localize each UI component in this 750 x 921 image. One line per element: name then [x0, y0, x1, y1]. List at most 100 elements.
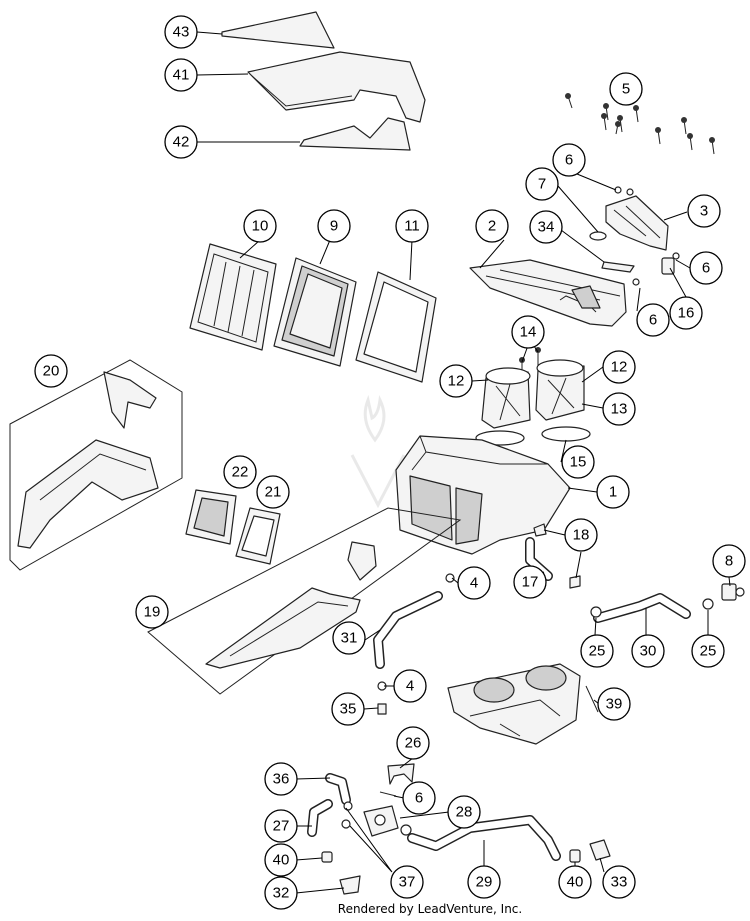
- callout-25b: 25: [691, 634, 725, 668]
- panel-42: [299, 117, 411, 151]
- intake-boot-13-right: [535, 359, 585, 421]
- callout-21-label: 21: [265, 484, 282, 501]
- callout-4b-label: 4: [406, 678, 414, 695]
- hose-36: [325, 773, 351, 805]
- clips-4: [377, 573, 455, 691]
- callout-12b: 12: [602, 350, 636, 384]
- washer-7: [589, 231, 607, 241]
- bolts-5: [565, 93, 715, 155]
- callout-13: 13: [602, 392, 636, 426]
- intake-boot-12-left: [481, 367, 531, 429]
- callout-6b: 6: [689, 251, 723, 285]
- callout-11-label: 11: [404, 218, 420, 235]
- callout-12b-label: 12: [611, 359, 628, 376]
- callout-31-label: 31: [341, 630, 358, 647]
- callout-19: 19: [135, 595, 169, 629]
- callout-40a: 40: [264, 843, 298, 877]
- callout-6c-label: 6: [649, 312, 657, 329]
- duct-19: [205, 541, 377, 669]
- throttle-body: [447, 663, 581, 745]
- bracket-3: [605, 195, 669, 251]
- callout-15: 15: [561, 445, 595, 479]
- filter-10: [189, 243, 277, 351]
- callout-9-label: 9: [330, 218, 338, 235]
- callout-7-label: 7: [538, 176, 546, 193]
- callout-3-label: 3: [700, 203, 708, 220]
- callout-2: 2: [475, 209, 509, 243]
- airbox-lid-2: [469, 259, 627, 327]
- callout-13-label: 13: [611, 401, 628, 418]
- callout-30-label: 30: [640, 643, 657, 660]
- filter-9: [273, 257, 357, 367]
- decal-43: [221, 11, 335, 49]
- gaskets-15: [475, 426, 591, 446]
- callout-11: 11: [395, 209, 429, 243]
- callout-5-label: 5: [622, 81, 630, 98]
- callout-29: 29: [467, 865, 501, 899]
- callout-12a: 12: [439, 364, 473, 398]
- clamps-25: [590, 598, 714, 618]
- callout-6b-label: 6: [702, 260, 710, 277]
- callout-14: 14: [511, 315, 545, 349]
- filter-11: [355, 271, 437, 383]
- group-frame-20: [9, 359, 183, 571]
- callout-40b-label: 40: [567, 874, 584, 891]
- bracket-26: [387, 763, 415, 785]
- callout-27: 27: [264, 809, 298, 843]
- callout-40a-label: 40: [273, 852, 290, 869]
- callout-35-label: 35: [340, 701, 357, 718]
- callout-6a-label: 6: [565, 152, 573, 169]
- cover-41: [247, 51, 426, 123]
- screws-6: [614, 186, 680, 286]
- callout-7: 7: [525, 167, 559, 201]
- callout-14-label: 14: [520, 324, 537, 341]
- screws-6-lower: [379, 791, 397, 797]
- sensor-8: [721, 583, 745, 601]
- footer-text: Rendered by LeadVenture, Inc.: [337, 902, 523, 916]
- callout-2-label: 2: [488, 218, 496, 235]
- callout-26-label: 26: [405, 735, 422, 752]
- callout-39: 39: [597, 687, 631, 721]
- callout-20-label: 20: [43, 363, 60, 380]
- callout-9: 9: [317, 209, 351, 243]
- callout-32: 32: [264, 876, 298, 910]
- watermark-logo: [350, 394, 406, 509]
- callout-29-label: 29: [476, 874, 493, 891]
- callout-28: 28: [447, 795, 481, 829]
- callout-6d-label: 6: [415, 790, 423, 807]
- clip-34: [601, 261, 635, 273]
- callout-43: 43: [164, 15, 198, 49]
- callout-1-label: 1: [609, 484, 617, 501]
- callout-37-label: 37: [399, 874, 416, 891]
- callout-4a: 4: [457, 566, 491, 600]
- callout-34-label: 34: [538, 219, 555, 236]
- callout-5: 5: [609, 72, 643, 106]
- callout-16-label: 16: [678, 305, 695, 322]
- callout-41: 41: [164, 58, 198, 92]
- boot-21: [235, 507, 281, 565]
- boot-22: [185, 489, 237, 545]
- callout-37: 37: [390, 865, 424, 899]
- callout-18: 18: [564, 518, 598, 552]
- callout-39-label: 39: [606, 696, 623, 713]
- duct-20: [17, 371, 159, 549]
- callout-12a-label: 12: [448, 373, 465, 390]
- callout-28-label: 28: [456, 804, 473, 821]
- callout-18-label: 18: [573, 527, 590, 544]
- callout-32-label: 32: [273, 885, 290, 902]
- callout-21: 21: [256, 475, 290, 509]
- callout-6c: 6: [636, 303, 670, 337]
- fitting-32: [339, 875, 361, 895]
- callouts: 43 41 42 5 6 7 3 10 9 11 2 34 6 16 6 20 …: [34, 15, 746, 910]
- footer: Rendered by LeadVenture, Inc.: [0, 902, 750, 916]
- callout-16: 16: [669, 296, 703, 330]
- callout-22-label: 22: [232, 464, 249, 481]
- callout-20: 20: [34, 354, 68, 388]
- callout-8: 8: [712, 544, 746, 578]
- hose-27: [307, 799, 333, 837]
- connector-33: [589, 839, 611, 861]
- callout-10-label: 10: [252, 218, 269, 235]
- callout-42-label: 42: [173, 134, 190, 151]
- callout-33-label: 33: [611, 874, 628, 891]
